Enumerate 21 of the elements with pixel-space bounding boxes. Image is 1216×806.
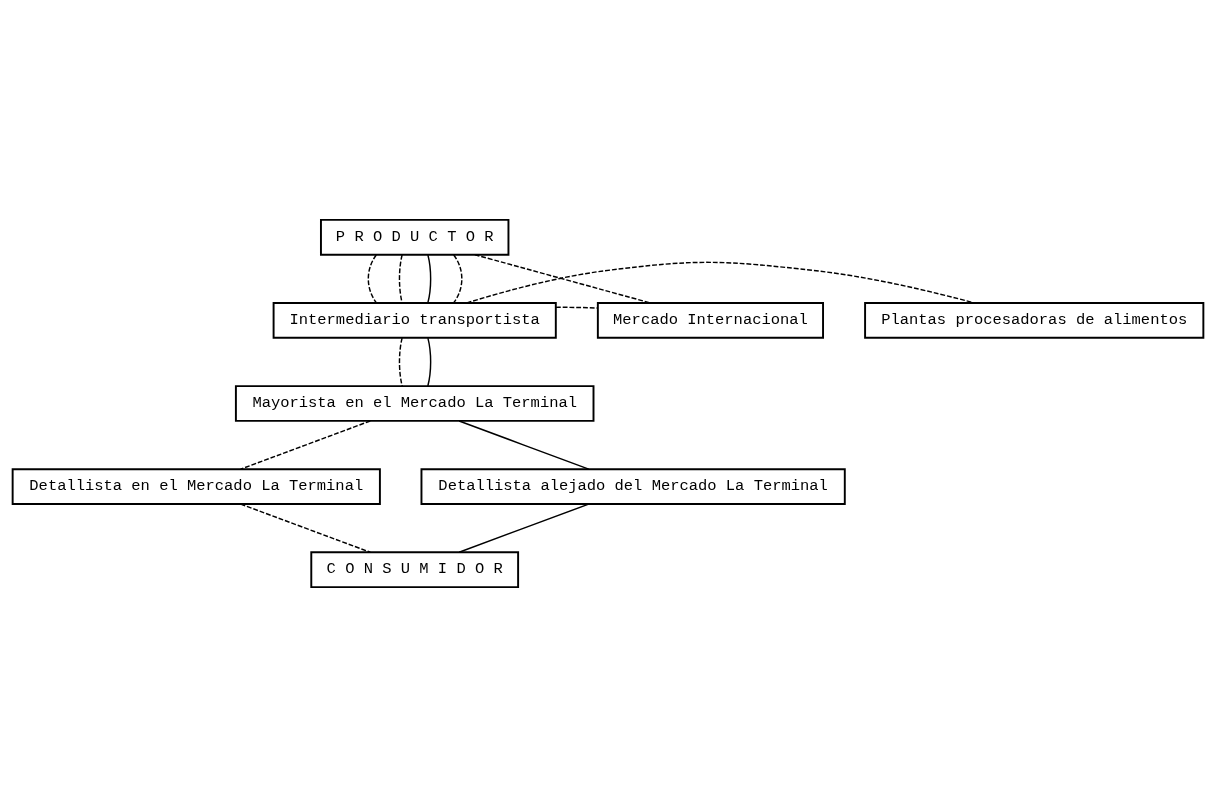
node-box: C O N S U M I D O R bbox=[310, 550, 520, 588]
connector bbox=[466, 261, 975, 304]
node-box: Intermediario transportista bbox=[272, 301, 557, 339]
connector bbox=[240, 502, 372, 553]
connector bbox=[427, 253, 432, 304]
connector bbox=[239, 419, 371, 470]
connector bbox=[458, 502, 590, 553]
node-box: P R O D U C T O R bbox=[320, 218, 510, 256]
connector bbox=[398, 253, 403, 304]
connector bbox=[398, 336, 403, 387]
node-box: Detallista en el Mercado La Terminal bbox=[11, 467, 381, 505]
connector bbox=[427, 336, 432, 387]
connector bbox=[452, 253, 463, 304]
node-box: Mayorista en el Mercado La Terminal bbox=[234, 384, 595, 422]
node-box: Detallista alejado del Mercado La Terminal bbox=[420, 467, 846, 505]
connector bbox=[474, 253, 652, 304]
node-box: Plantas procesadoras de alimentos bbox=[864, 301, 1205, 339]
connector bbox=[555, 306, 599, 309]
connector bbox=[458, 419, 590, 470]
connector bbox=[367, 253, 378, 304]
node-box: Mercado Internacional bbox=[596, 301, 824, 339]
